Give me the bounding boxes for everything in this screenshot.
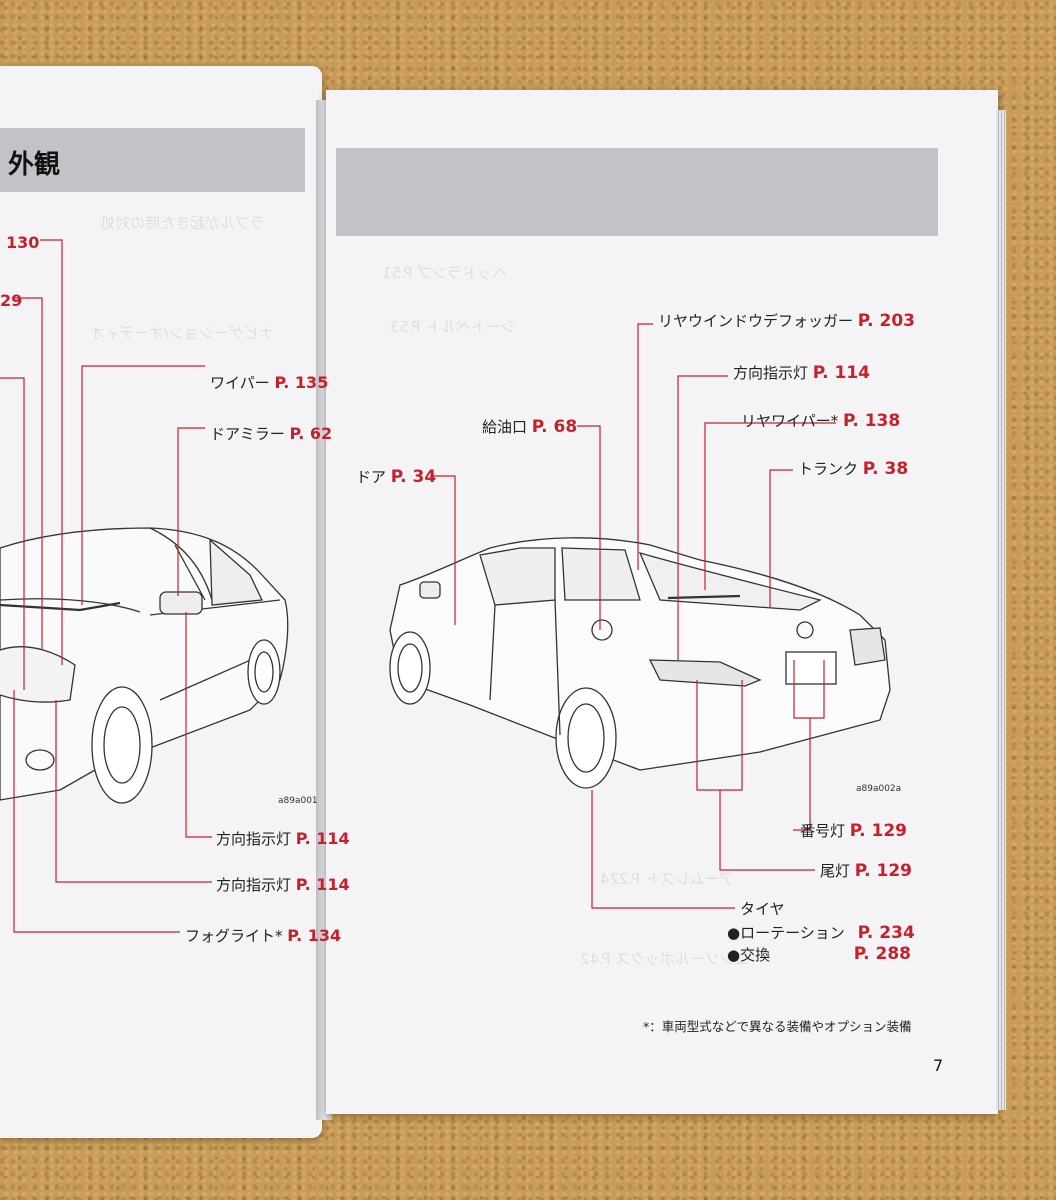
page-edges [996, 110, 1006, 1110]
license-light-label: 番号灯 P. 129 [800, 821, 907, 841]
rear-defogger-label: リヤウインドウデフォッガー P. 203 [658, 311, 915, 331]
fuel-inlet-label: 給油口 P. 68 [482, 417, 578, 437]
rear-turn-signal-label: 方向指示灯 P. 114 [733, 363, 870, 383]
rear-wiper-label: リヤワイパー* P. 138 [741, 411, 901, 431]
turn-signal-label-2: 方向指示灯 P. 114 [216, 875, 350, 894]
right-callout-lines [430, 323, 836, 909]
left-car-illustration [0, 527, 289, 804]
turn-signal-label-1: 方向指示灯 P. 114 [216, 829, 350, 848]
left-header-band [0, 128, 305, 192]
left-image-code: a89a001 [278, 796, 318, 806]
tail-light-label: 尾灯 P. 129 [820, 861, 912, 881]
door-mirror-label: ドアミラー P. 62 [210, 424, 333, 443]
door-label: ドア P. 34 [356, 467, 437, 487]
tire-label: タイヤ [740, 900, 785, 918]
page-title: 外観 [8, 150, 61, 180]
tire-replace-label: ●交換 P. 288 [727, 944, 911, 964]
tire-rotation-label: ●ローテーション P. 234 [727, 923, 915, 943]
wiper-label: ワイパー P. 135 [210, 373, 329, 392]
partial-ref-130: 130 [6, 233, 40, 252]
page-number: 7 [933, 1056, 944, 1075]
partial-ref-29: 29 [0, 291, 23, 310]
right-header-band [336, 148, 938, 236]
right-car-illustration [389, 537, 891, 789]
right-image-code: a89a002a [856, 784, 902, 794]
footnote: *：車両型式などで異なる装備やオプション装備 [643, 1019, 912, 1034]
trunk-label: トランク P. 38 [798, 459, 909, 479]
left-callout-lines [0, 239, 212, 933]
fog-light-label: フォグライト* P. 134 [185, 926, 342, 945]
